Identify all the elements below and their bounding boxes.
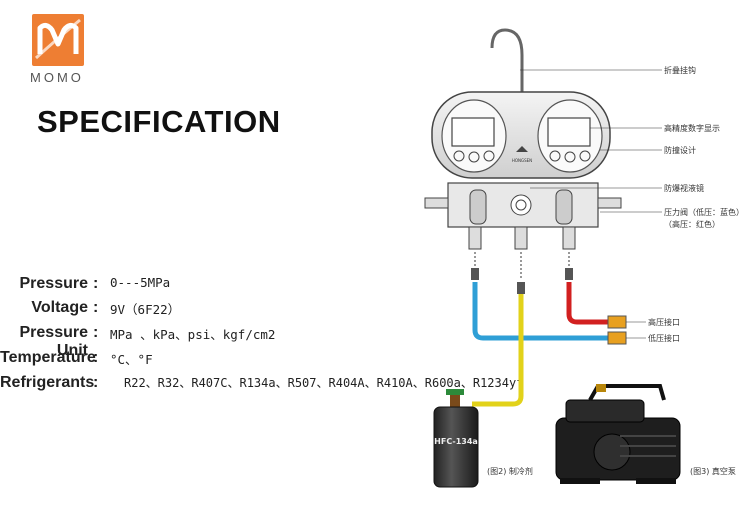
gauge-brand: HONGSEN [512,158,532,163]
spec-value: R22、R32、R407C、R134a、R507、R404A、R410A、R60… [124,376,524,390]
logo-mark [32,14,84,66]
spec-pressure-unit: Pressure Unit : MPa 、kPa、psi、kgf/cm2 [0,324,660,359]
left-display [451,117,495,147]
spec-value: 0---5MPa [110,275,171,290]
high-hose [566,282,610,325]
callout-sight-glass: 防爆视液镜 [664,184,704,193]
refrigerant-can [433,406,479,488]
callout-anti-collision: 防撞设计 [664,146,696,155]
spec-label: Temperature [0,349,96,366]
brand-logo: MOMO [30,14,90,85]
spec-voltage: Voltage : 9V（6F22） [0,299,660,317]
sight-glass [510,194,532,216]
spec-list: Pressure : 0---5MPa Voltage : 9V（6F22） P… [0,275,660,395]
callout-valve-low: 压力阀（低压：蓝色） [664,208,744,217]
spec-value: °C、°F [110,352,153,367]
right-display [547,117,591,147]
can-label: HFC-134a [434,437,478,446]
callout-high-port: 高压接口 [648,318,680,327]
low-hose [472,282,610,341]
caption-refrigerant: (图2) 制冷剂 [487,467,533,476]
spec-label: Pressure Unit [19,324,89,359]
spec-pressure: Pressure : 0---5MPa [0,275,660,293]
service-hose [472,292,524,407]
page-title: SPECIFICATION [37,104,281,139]
spec-label: Voltage [31,299,88,316]
spec-value: 9V（6F22） [110,302,181,317]
callout-low-port: 低压接口 [648,334,680,343]
hook [490,28,524,100]
caption-vacuum-pump: (图3) 真空泵 [690,467,736,476]
callout-hook: 折叠挂钩 [664,66,696,75]
spec-refrigerants: Refrigerants : R22、R32、R407C、R134a、R507、… [0,374,524,391]
spec-label: Refrigerants [0,374,95,391]
brand-name: MOMO [30,70,84,85]
spec-label: Pressure [19,275,89,292]
spec-value: MPa 、kPa、psi、kgf/cm2 [110,327,276,342]
callout-display: 高精度数字显示 [664,124,720,133]
callout-valve-high: （高压：红色） [664,220,720,229]
vacuum-pump [555,384,681,484]
spec-temperature: Temperature : °C、°F [0,349,153,367]
